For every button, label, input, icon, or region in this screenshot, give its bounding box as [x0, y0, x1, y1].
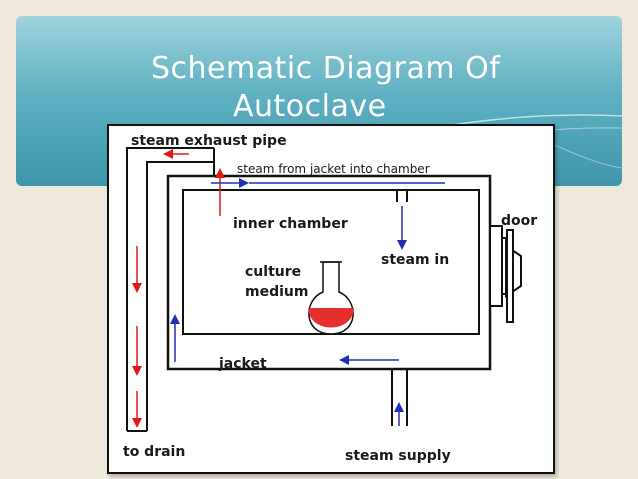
label-medium: medium — [245, 284, 309, 300]
label-steam-supply: steam supply — [345, 448, 451, 464]
label-steam-in: steam in — [381, 252, 450, 268]
autoclave-diagram: steam exhaust pipe steam from jacket int… — [107, 124, 555, 474]
steam-supply-pipe — [391, 369, 408, 426]
label-steam-exhaust-pipe: steam exhaust pipe — [131, 133, 287, 149]
label-jacket: jacket — [219, 356, 267, 372]
exhaust-pipe — [126, 147, 215, 432]
label-steam-from-jacket: steam from jacket into chamber — [237, 162, 430, 176]
title-line-2: Autoclave — [233, 89, 387, 124]
steam-in-nozzle — [396, 190, 408, 202]
slide-title: Schematic Diagram Of Autoclave — [151, 50, 500, 126]
door — [489, 225, 522, 323]
label-to-drain: to drain — [123, 444, 186, 460]
label-culture: culture — [245, 264, 302, 280]
label-door: door — [501, 213, 538, 229]
title-line-1: Schematic Diagram Of — [151, 51, 501, 86]
culture-flask — [308, 261, 354, 335]
autoclave-schematic — [126, 147, 522, 432]
label-inner-chamber: inner chamber — [233, 216, 348, 232]
